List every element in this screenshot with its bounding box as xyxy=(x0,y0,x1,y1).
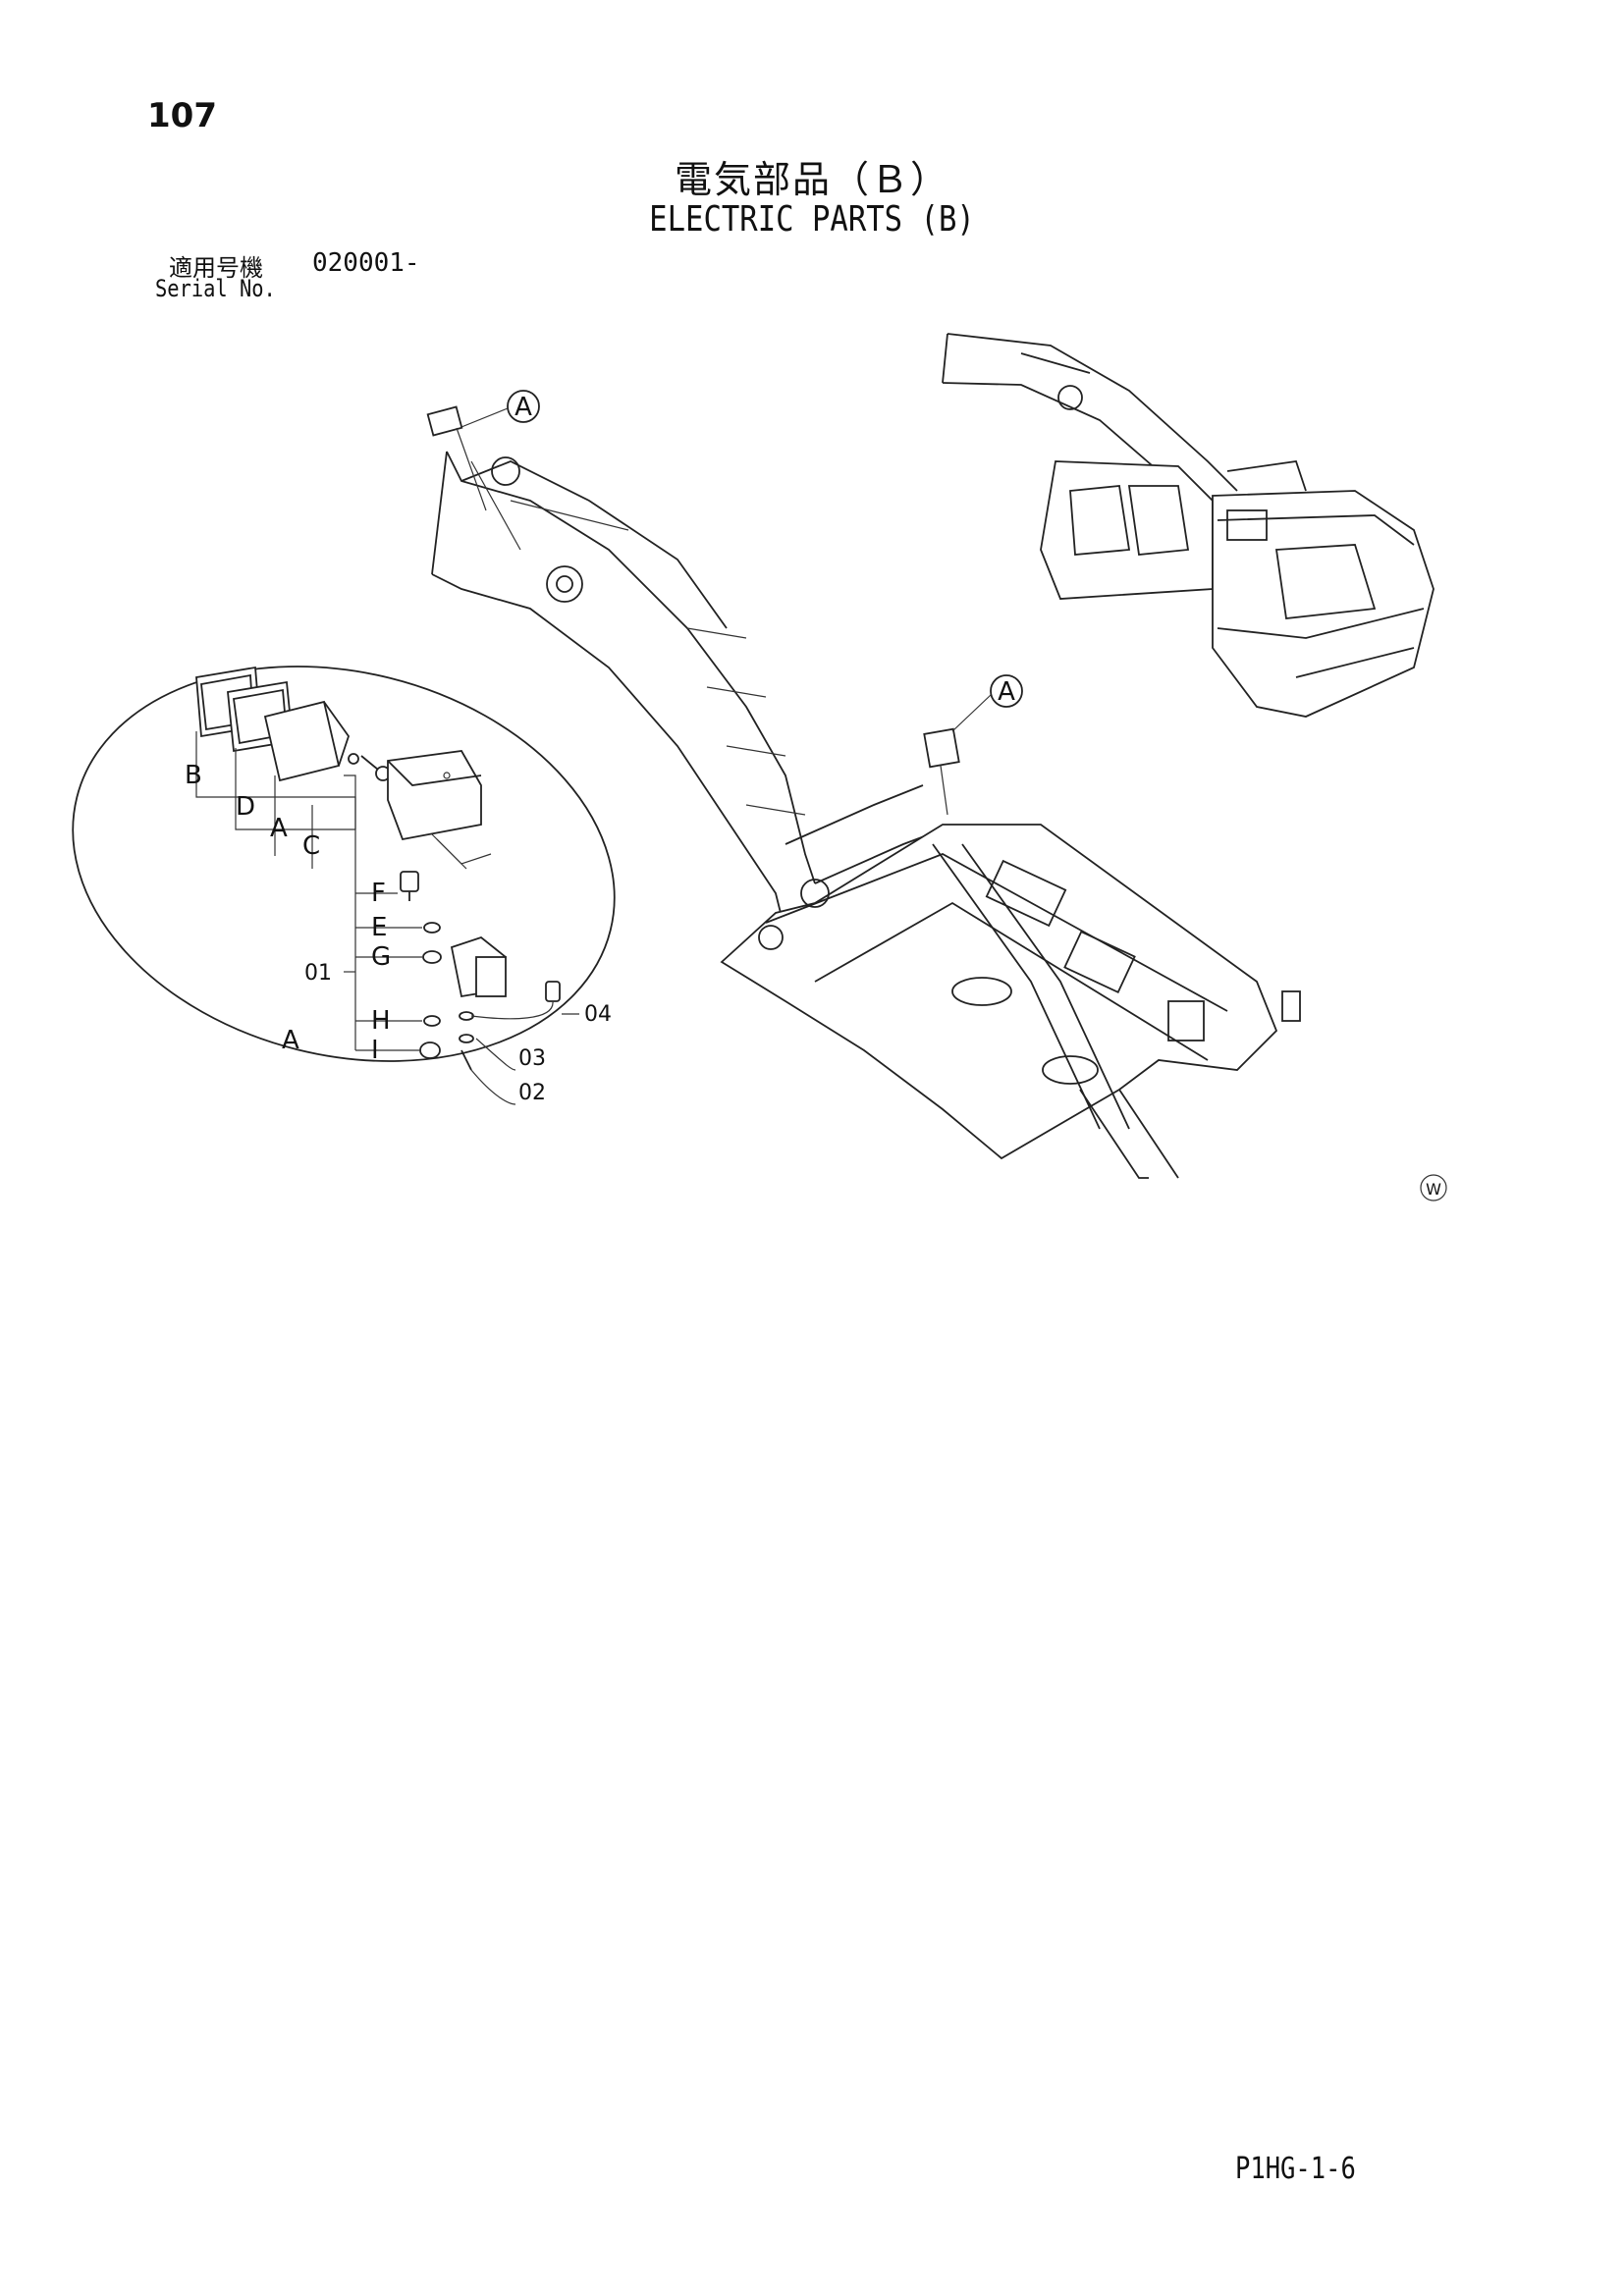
detail-oval xyxy=(72,666,616,1062)
detail-label-a: A xyxy=(282,1026,299,1055)
footer-code: P1HG-1-6 xyxy=(1235,2152,1356,2186)
upper-frame xyxy=(720,824,1301,1179)
callout-d: D xyxy=(236,792,255,822)
excavator-overview xyxy=(942,333,1435,718)
part-04: 04 xyxy=(584,1002,612,1027)
serial-label-english: Serial No. xyxy=(155,275,276,302)
page-title-english: ELECTRIC PARTS (B) xyxy=(649,199,975,240)
callout-f: F xyxy=(371,879,386,908)
detail-letter-callouts: B D A C F E G H I 01 02 03 04 A xyxy=(185,761,612,1105)
work-light-frame xyxy=(923,727,960,816)
work-light-boom xyxy=(426,405,487,511)
part-02: 02 xyxy=(518,1081,546,1105)
page-number: 107 xyxy=(147,96,217,135)
callout-h: H xyxy=(371,1006,391,1036)
callout-c: C xyxy=(302,831,320,861)
callout-i: I xyxy=(371,1036,379,1065)
light-assembly-detail xyxy=(195,666,561,1071)
callout-a-detail: A xyxy=(270,814,288,843)
callout-e: E xyxy=(371,913,387,942)
callout-a-top: A xyxy=(460,390,540,428)
corner-mark-w-label: W xyxy=(1426,1180,1441,1199)
corner-mark-w: W xyxy=(1420,1174,1447,1201)
serial-number-value: 020001- xyxy=(312,248,420,278)
parts-diagram: A A xyxy=(72,333,1447,1201)
callout-a-right: A xyxy=(951,674,1023,732)
page-title-japanese: 電気部品（Ｂ） xyxy=(674,158,949,201)
boom-structure xyxy=(431,451,944,934)
callout-a-right-label: A xyxy=(998,677,1015,707)
callout-a-top-label: A xyxy=(514,393,532,422)
callout-g: G xyxy=(371,942,391,972)
serial-label-japanese: 適用号機 xyxy=(169,254,263,282)
part-03: 03 xyxy=(518,1046,546,1071)
detail-leader-lines xyxy=(195,731,579,1105)
callout-b: B xyxy=(185,761,202,790)
part-01: 01 xyxy=(304,961,332,986)
